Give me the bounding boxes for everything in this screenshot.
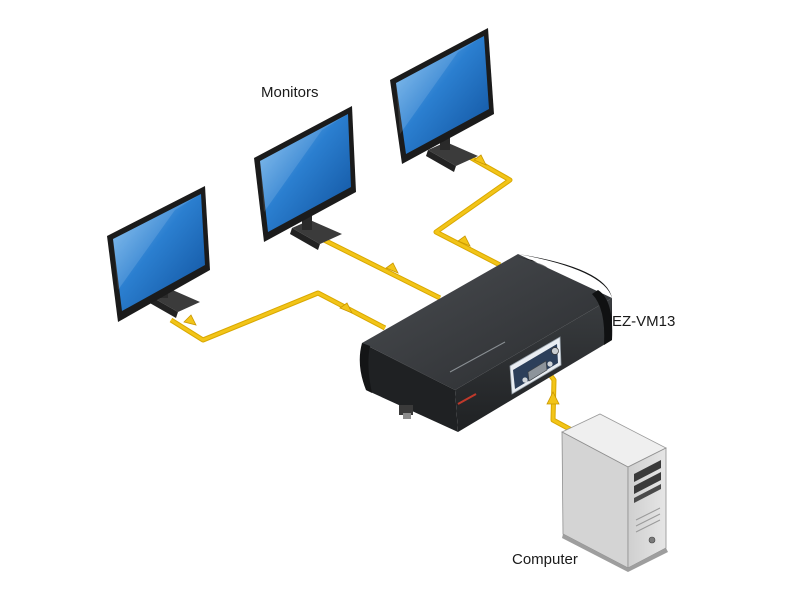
- monitor-icon: [390, 28, 494, 172]
- flow-arrow-icon: [339, 302, 353, 314]
- monitors-label: Monitors: [261, 84, 319, 101]
- cable-to-monitor-left: [169, 290, 387, 343]
- flow-arrow-icon: [385, 262, 399, 274]
- monitor-icon: [254, 106, 356, 250]
- ez-vm13-splitter: [359, 254, 613, 432]
- vga-port-icon: [522, 360, 553, 383]
- flow-arrow-icon: [183, 314, 197, 326]
- monitor-left: [107, 186, 210, 322]
- monitor-middle: [254, 106, 356, 250]
- cable-to-monitor-right: [433, 152, 513, 268]
- monitor-right: [390, 28, 494, 172]
- computer-tower: [561, 413, 668, 572]
- monitor-icon: [107, 186, 210, 322]
- flow-arrow-icon: [457, 235, 471, 247]
- device-label: EZ-VM13: [612, 313, 676, 330]
- flow-arrow-icon: [546, 391, 560, 405]
- video-splitter-icon: [359, 254, 613, 432]
- flow-arrow-icon: [473, 154, 487, 166]
- computer-tower-icon: [561, 413, 668, 572]
- computer-label: Computer: [512, 551, 578, 568]
